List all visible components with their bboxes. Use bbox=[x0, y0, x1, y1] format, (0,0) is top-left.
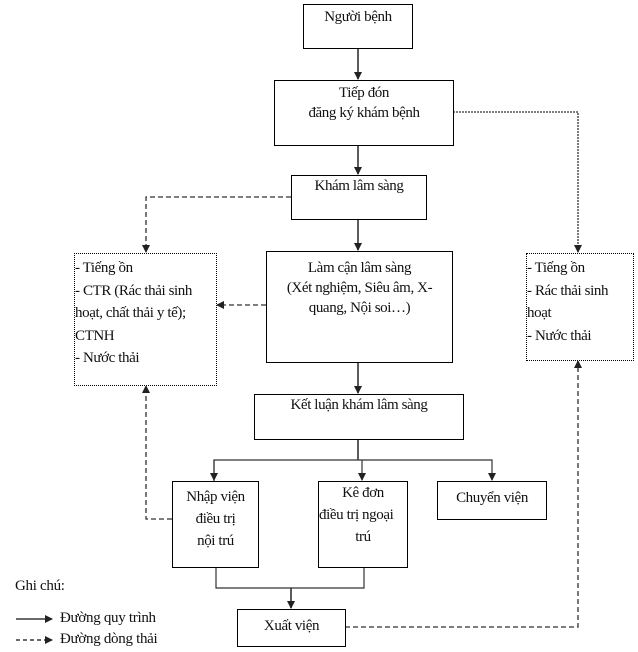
node-paraclinical-line: (Xét nghiệm, Siêu âm, X- bbox=[286, 280, 433, 296]
node-clinical-exam: Khám lâm sàng bbox=[291, 175, 427, 220]
node-reception-line: đăng ký khám bệnh bbox=[308, 105, 420, 121]
node-waste-left-line: hoạt, chất thải y tế); bbox=[75, 305, 186, 321]
node-paraclinical-line: Làm cận lâm sàng bbox=[307, 260, 412, 276]
node-outpatient: Kê đơn điều trị ngoại trú bbox=[318, 481, 408, 568]
edge-clinical-exam-waste-left bbox=[142, 196, 291, 253]
node-conclusion-line: Kết luận khám lâm sàng bbox=[290, 397, 428, 413]
node-waste-right: - Tiếng ồn - Rác thải sinh hoạt - Nước t… bbox=[526, 253, 634, 361]
node-waste-left: - Tiếng ồn - CTR (Rác thải sinh hoạt, ch… bbox=[74, 253, 217, 386]
node-reception: Tiếp đón đăng ký khám bệnh bbox=[274, 80, 454, 146]
node-clinical-exam-line: Khám lâm sàng bbox=[314, 178, 404, 194]
node-waste-right-line: hoạt bbox=[527, 305, 552, 321]
legend-item-waste: Đường dòng thải bbox=[60, 631, 158, 647]
node-waste-left-line: - Nước thải bbox=[75, 350, 140, 366]
node-waste-right-line: - Nước thải bbox=[527, 327, 592, 344]
node-waste-left-line: CTNH bbox=[75, 327, 115, 344]
edge-branch-bus bbox=[213, 459, 496, 481]
node-outpatient-line: trú bbox=[355, 529, 371, 545]
edge-merge-bus bbox=[215, 567, 365, 589]
node-patient: Người bệnh bbox=[303, 4, 413, 49]
node-waste-right-line: - Rác thải sinh bbox=[527, 282, 609, 299]
edge-reception-waste-right bbox=[453, 111, 582, 253]
node-patient-line: Người bệnh bbox=[324, 9, 392, 25]
node-inpatient-line: nội trú bbox=[197, 533, 234, 549]
node-inpatient-line: điều trị bbox=[195, 511, 236, 527]
node-transfer: Chuyển viện bbox=[437, 481, 547, 520]
node-conclusion: Kết luận khám lâm sàng bbox=[254, 394, 464, 440]
node-waste-left-line: - Tiếng ồn bbox=[75, 260, 133, 276]
node-reception-line: Tiếp đón bbox=[338, 85, 389, 101]
legend-item-process: Đường quy trình bbox=[60, 610, 156, 626]
node-transfer-line: Chuyển viện bbox=[456, 490, 528, 506]
node-inpatient-line: Nhập viện bbox=[186, 489, 245, 505]
edge-inpatient-waste-left bbox=[142, 385, 172, 520]
node-waste-left-line: - CTR (Rác thải sinh bbox=[75, 282, 192, 299]
node-paraclinical: Làm cận lâm sàng (Xét nghiệm, Siêu âm, X… bbox=[266, 251, 453, 363]
legend-title: Ghi chú: bbox=[15, 578, 65, 594]
node-outpatient-line: Kê đơn bbox=[342, 485, 384, 501]
node-outpatient-line: điều trị ngoại bbox=[319, 507, 394, 523]
node-waste-right-line: - Tiếng ồn bbox=[527, 260, 585, 276]
edge-discharge-waste-right bbox=[345, 360, 582, 628]
node-paraclinical-line: quang, Nội soi…) bbox=[308, 300, 411, 316]
node-discharge: Xuất viện bbox=[237, 609, 346, 647]
node-discharge-line: Xuất viện bbox=[263, 618, 320, 634]
node-inpatient: Nhập viện điều trị nội trú bbox=[172, 481, 259, 568]
